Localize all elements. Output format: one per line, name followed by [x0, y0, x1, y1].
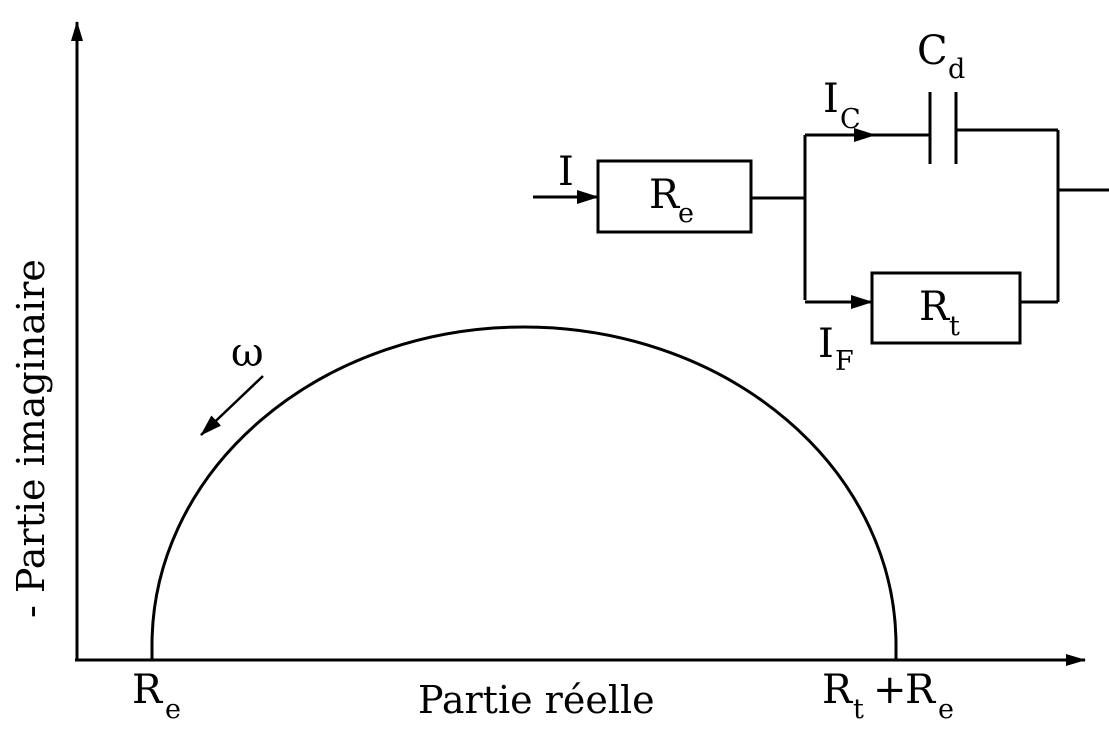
svg-text:R: R: [919, 284, 951, 330]
transfer-resistor-label: R t: [919, 284, 960, 342]
svg-text:C: C: [840, 104, 861, 135]
svg-text:R: R: [649, 172, 681, 218]
svg-text:t: t: [949, 311, 960, 342]
svg-text:F: F: [835, 346, 854, 377]
x-tick-start-label: R e: [132, 667, 181, 725]
svg-text:I: I: [823, 76, 839, 122]
svg-text:I: I: [818, 321, 834, 367]
svg-text:e: e: [938, 694, 954, 725]
x-axis-label: Partie réelle: [418, 678, 655, 722]
series-resistor-label: R e: [649, 172, 694, 229]
svg-text:+: +: [873, 667, 907, 713]
svg-text:e: e: [165, 694, 181, 725]
omega-symbol: ω: [231, 330, 264, 376]
transfer-resistor: [870, 271, 1022, 345]
svg-text:d: d: [948, 54, 965, 85]
svg-text:e: e: [678, 198, 694, 229]
svg-text:R: R: [905, 667, 937, 713]
capacitive-current-label: I C: [823, 76, 861, 135]
impedance-semicircle: [150, 325, 898, 660]
faradaic-current-label: I F: [818, 321, 854, 377]
frequency-arrow: [200, 375, 264, 436]
y-axis-label: - Partie imaginaire: [9, 259, 53, 618]
capacitor-label: C d: [917, 28, 965, 85]
svg-text:R: R: [822, 667, 854, 713]
svg-text:C: C: [917, 28, 948, 74]
svg-text:t: t: [853, 694, 864, 725]
x-tick-end-label: R t + R e: [822, 667, 954, 725]
input-current-label: I: [558, 149, 574, 195]
svg-text:R: R: [132, 667, 164, 713]
